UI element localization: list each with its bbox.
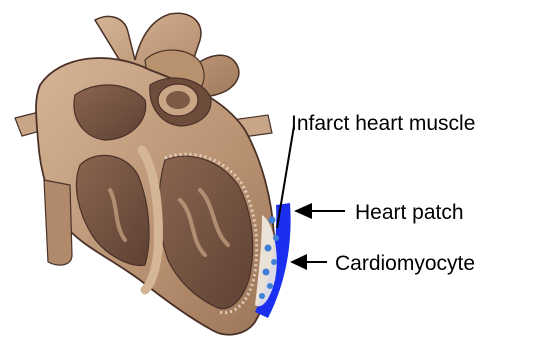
cardiomyocyte-cell: [263, 269, 270, 276]
cardiomyocyte-cell: [269, 217, 276, 224]
cardiomyocyte-cell: [271, 259, 277, 265]
vena-cava: [44, 180, 72, 265]
heart-patch-arrow: [294, 203, 345, 219]
cardiomyocyte-cell: [259, 293, 265, 299]
cardiomyocyte-label: Cardiomyocyte: [335, 252, 475, 275]
heart-patch-label: Heart patch: [355, 201, 464, 224]
cardiomyocyte-cell: [267, 283, 273, 289]
cardiomyocyte-cell: [273, 235, 279, 241]
heart-illustration: [15, 13, 274, 334]
valve-inner: [166, 91, 190, 109]
cardiomyocyte-arrow: [290, 254, 327, 270]
infarct-heart-muscle-label: Infarct heart muscle: [291, 112, 475, 135]
cardiomyocyte-cell: [265, 245, 272, 252]
